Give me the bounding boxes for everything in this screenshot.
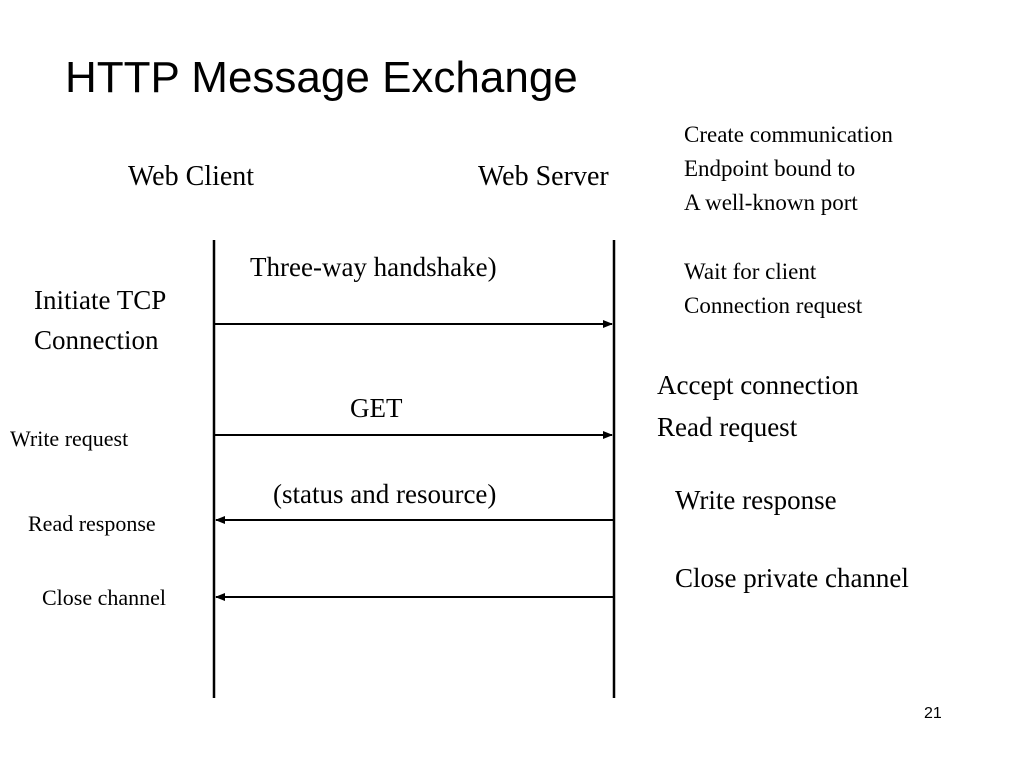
slide-title: HTTP Message Exchange xyxy=(65,53,578,102)
initiate-line-1: Initiate TCP xyxy=(34,285,167,315)
page-number: 21 xyxy=(924,705,942,722)
initiate-line-2: Connection xyxy=(34,325,159,355)
response-label: (status and resource) xyxy=(273,479,497,509)
wait-line-2: Connection request xyxy=(684,293,863,318)
actor-web-server: Web Server xyxy=(478,161,609,192)
write-response-note: Write response xyxy=(675,485,837,515)
create-line-3: A well-known port xyxy=(684,190,858,215)
close-channel-note: Close channel xyxy=(42,585,167,610)
accept-line-2: Read request xyxy=(657,412,798,442)
close-private-channel-note: Close private channel xyxy=(675,563,909,593)
handshake-label: Three-way handshake) xyxy=(250,252,497,282)
write-request-note: Write request xyxy=(10,426,129,451)
create-line-2: Endpoint bound to xyxy=(684,156,856,181)
create-line-1: Create communication xyxy=(684,122,893,147)
wait-line-1: Wait for client xyxy=(684,259,817,284)
initiate-connection-note: Initiate TCP Connection xyxy=(34,280,166,360)
get-label: GET xyxy=(350,393,403,423)
create-endpoint-note: Create communication Endpoint bound to A… xyxy=(684,118,893,220)
wait-for-client-note: Wait for client Connection request xyxy=(684,255,862,323)
accept-connection-note: Accept connection Read request xyxy=(657,364,859,448)
actor-web-client: Web Client xyxy=(128,161,255,192)
read-response-note: Read response xyxy=(28,511,156,536)
accept-line-1: Accept connection xyxy=(657,370,859,400)
